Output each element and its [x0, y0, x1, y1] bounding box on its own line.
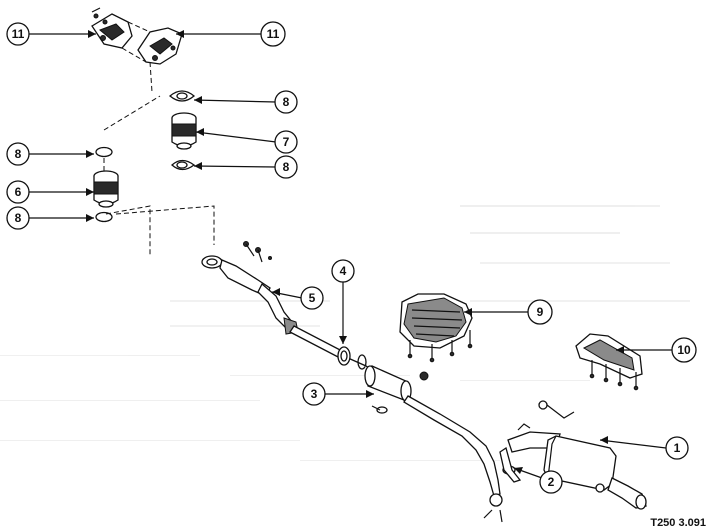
callout-8-left-lower: 8	[6, 206, 94, 230]
callout-8b-label: 8	[15, 147, 22, 161]
catalytic-converter-right-part	[171, 112, 197, 150]
heat-shield-rear-part	[575, 333, 643, 391]
assembly-guide-lines	[103, 95, 215, 255]
gasket-left-upper-part	[95, 146, 113, 158]
callout-2: 2	[513, 467, 563, 494]
callout-4-label: 4	[340, 264, 347, 278]
callout-2-label: 2	[548, 475, 555, 489]
front-downpipe-part	[201, 241, 299, 335]
callout-10-label: 11	[267, 27, 280, 41]
callout-7: 7	[195, 128, 298, 154]
callout-11-rear: 10	[616, 337, 697, 363]
manifold-bracket-right-part	[121, 21, 183, 93]
callout-9: 11	[6, 22, 96, 46]
callout-6-label: 6	[15, 185, 22, 199]
callout-11a-label: 9	[537, 305, 544, 319]
callout-8-upper-right: 8	[193, 90, 298, 114]
bleed-through-background	[0, 205, 690, 461]
callout-10: 11	[176, 21, 286, 47]
connector-seal-part	[337, 346, 351, 366]
gasket-upper-right-part	[168, 90, 196, 102]
callout-8d-label: 8	[15, 211, 22, 225]
callout-3: 3	[302, 382, 374, 406]
callout-3-label: 3	[311, 387, 318, 401]
callout-8c-label: 8	[283, 160, 290, 174]
callout-11b-label: 10	[677, 343, 691, 357]
manifold-bracket-left-part	[91, 7, 133, 49]
callout-5: 5	[271, 286, 324, 310]
callout-8a-label: 8	[283, 95, 290, 109]
heat-shield-center-part	[399, 293, 473, 363]
gasket-right-lower-part	[171, 159, 196, 171]
callout-11-center: 9	[464, 299, 553, 325]
figure-reference-code: T250 3.091	[650, 517, 706, 529]
catalytic-converter-left-part	[93, 170, 119, 208]
callout-8-left-upper: 8	[6, 142, 94, 166]
callout-4: 4	[331, 259, 355, 344]
center-resonator-part	[347, 357, 501, 497]
callout-5-label: 5	[309, 291, 316, 305]
callout-1: 1	[599, 436, 689, 460]
rear-muffler-part	[499, 400, 647, 510]
callout-8-right-lower: 8	[193, 155, 298, 179]
callout-6: 6	[6, 180, 94, 204]
callout-1-label: 1	[674, 441, 681, 455]
connecting-pipe-front	[289, 325, 367, 370]
callout-9-label: 11	[12, 27, 25, 41]
gasket-left-lower-part	[95, 211, 113, 223]
callout-7-label: 7	[283, 135, 290, 149]
